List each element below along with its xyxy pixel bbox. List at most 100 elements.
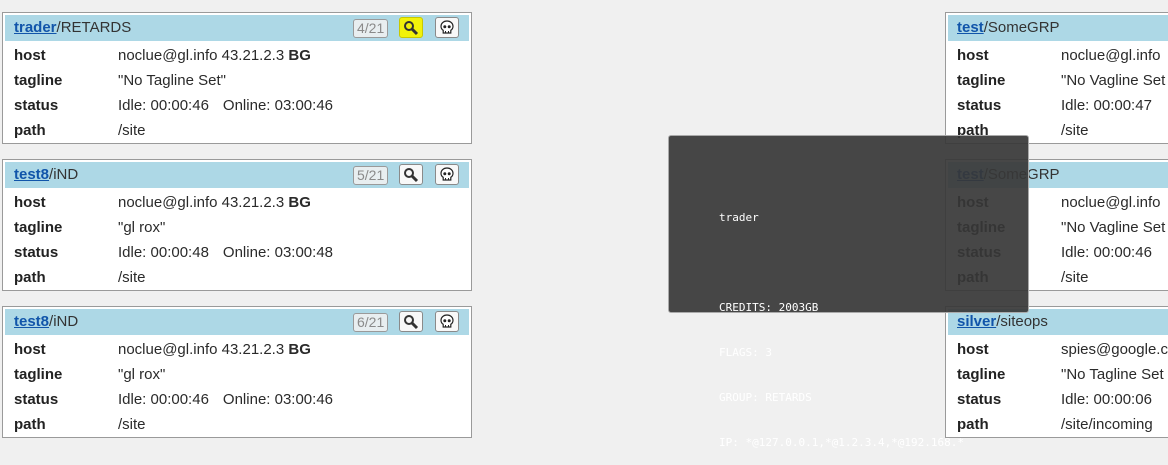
path-row: path/site [3,412,471,437]
magnifier-icon [404,167,419,182]
tooltip-flags: FLAGS: 3 [719,346,772,359]
skull-icon [440,313,454,328]
user-link[interactable]: trader [14,19,57,36]
path-value: /site [1061,122,1089,139]
host-row: host noclue@gl.info 43.21.2.3 BG [3,190,471,215]
path-row: path/site/incoming [946,412,1168,437]
tagline-label: tagline [957,72,1006,89]
path-label: path [14,122,46,139]
host-value: noclue@gl.info 43.21.2.3 BG [118,341,311,358]
host-value: noclue@gl.info 43.21.2.3 BG [118,194,311,211]
tagline-value: "No Tagline Set [1061,366,1164,383]
magnifier-icon [404,314,419,329]
status-label: status [957,391,1002,408]
user-card-right-0: test/SomeGRP host noclue@gl.info tagline"… [945,12,1168,144]
card-header: test/SomeGRP [948,15,1168,41]
status-value: Idle: 00:00:06 [1061,391,1152,408]
path-value: /site [118,416,146,433]
tagline-row: tagline "No Tagline Set [946,362,1168,387]
tagline-value: "No Vagline Set [1061,219,1166,236]
country-code: BG [288,47,311,64]
user-link[interactable]: test [957,19,984,36]
group-label: /SomeGRP [983,19,1060,36]
status-label: status [14,391,59,408]
host-label: host [14,194,46,211]
host-row: host spies@google.c [946,337,1168,362]
host-label: host [14,47,46,64]
group-label: /RETARDS [56,19,132,36]
tagline-label: tagline [957,366,1006,383]
host-value: spies@google.c [1061,341,1168,358]
path-label: path [957,122,989,139]
card-header: silver/siteops [948,309,1168,335]
tagline-value: "gl rox" [118,219,166,236]
search-button[interactable] [399,17,423,38]
country-code: BG [288,341,311,358]
tagline-row: tagline"gl rox" [3,362,471,387]
skull-icon [440,166,454,181]
tagline-label: tagline [14,219,63,236]
host-label: host [957,341,989,358]
path-value: /site [1061,269,1089,286]
host-label: host [957,47,989,64]
kill-button[interactable] [435,311,459,332]
tagline-row: tagline "No Tagline Set" [3,68,471,93]
path-value: /site [118,269,146,286]
status-value: Idle: 00:00:47 [1061,97,1152,114]
group-label: /iND [49,166,79,183]
user-info-tooltip: trader CREDITS: 2003GB FLAGS: 3 GROUP: R… [668,135,1029,449]
card-header: test8/iND 5/21 [5,162,469,188]
path-label: path [14,416,46,433]
user-card-left-1: test8/iND 5/21 host noclue@gl.info 43.21.… [2,159,472,291]
group-label: /iND [49,313,79,330]
search-button[interactable] [399,311,423,332]
path-value: /site/incoming [1061,416,1153,433]
path-row: path/site [946,118,1168,143]
tagline-label: tagline [14,72,63,89]
search-button[interactable] [399,164,423,185]
status-row: status Idle: 00:00:47 [946,93,1168,118]
group-label: /siteops [996,313,1048,330]
user-link[interactable]: test8 [14,313,50,330]
path-row: path/site [3,118,471,143]
host-row: host noclue@gl.info 43.21.2.3 BG [3,43,471,68]
slot-counter: 4/21 [353,19,389,38]
card-header: test8/iND 6/21 [5,309,469,335]
tagline-row: tagline "gl rox" [3,215,471,240]
host-value: noclue@gl.info [1061,194,1161,211]
host-value: noclue@gl.info [1061,47,1161,64]
tooltip-ip: IP: *@127.0.0.1,*@1.2.3.4,*@192.168.* [719,436,965,449]
card-header: trader/RETARDS 4/21 [5,15,469,41]
slot-counter: 6/21 [353,313,389,332]
kill-button[interactable] [435,17,459,38]
path-label: path [14,269,46,286]
tooltip-user: trader [719,211,759,224]
status-label: status [957,97,1002,114]
status-label: status [14,97,59,114]
skull-icon [440,19,454,34]
user-link[interactable]: test8 [14,166,50,183]
user-card-right-2: silver/siteops host spies@google.c taglin… [945,306,1168,438]
status-label: status [14,244,59,261]
tagline-row: tagline"No Vagline Set [946,68,1168,93]
tooltip-group: GROUP: RETARDS [719,391,812,404]
tooltip-credits: CREDITS: 2003GB [719,301,819,314]
kill-button[interactable] [435,164,459,185]
tagline-value: "No Tagline Set" [118,72,226,89]
path-label: path [957,416,989,433]
user-card-left-0: trader/RETARDS 4/21 host noclue@gl.info 4… [2,12,472,144]
user-link[interactable]: silver [957,313,997,330]
host-value: noclue@gl.info 43.21.2.3 BG [118,47,311,64]
country-code: BG [288,194,311,211]
tagline-value: "gl rox" [118,366,166,383]
status-value: Idle: 00:00:46 [1061,244,1152,261]
magnifier-icon [404,20,419,35]
path-row: path/site [3,265,471,290]
slot-counter: 5/21 [353,166,389,185]
